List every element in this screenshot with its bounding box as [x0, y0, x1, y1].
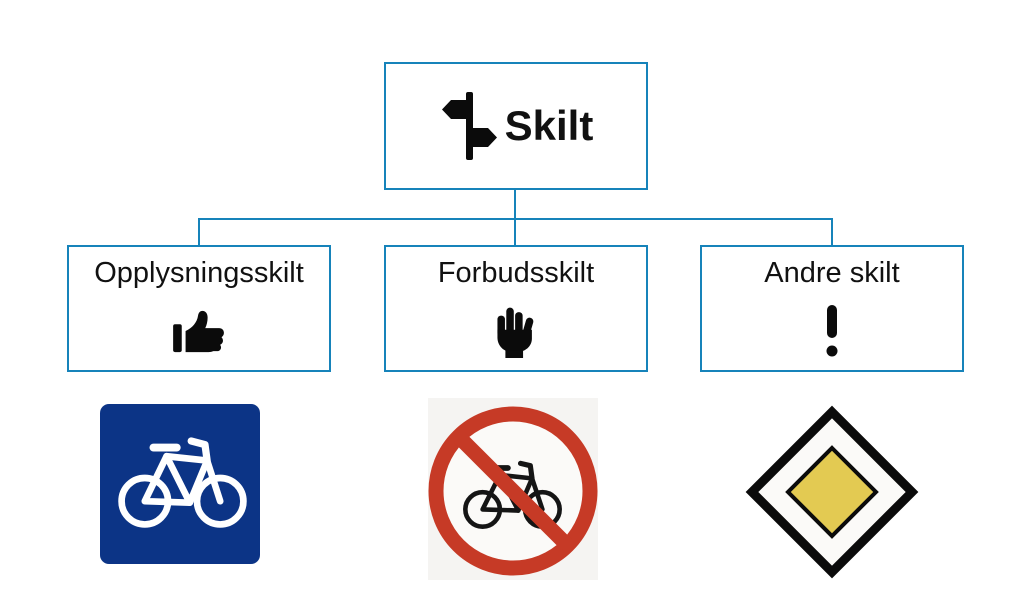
- no-cycling-sign: [428, 398, 598, 580]
- cycle-path-sign: [100, 404, 260, 564]
- child-label: Andre skilt: [764, 257, 900, 289]
- child-box-andre-skilt: Andre skilt: [700, 245, 964, 372]
- root-box-skilt: Skilt: [384, 62, 648, 190]
- connector-drop-middle: [514, 218, 516, 245]
- connector-drop-left: [198, 218, 200, 245]
- thumbs-up-icon: [171, 308, 227, 354]
- child-box-forbudsskilt: Forbudsskilt: [384, 245, 648, 372]
- child-box-opplysningsskilt: Opplysningsskilt: [67, 245, 331, 372]
- child-label: Forbudsskilt: [437, 257, 595, 289]
- exclamation-icon: [824, 305, 840, 357]
- priority-road-sign: [744, 404, 920, 580]
- connector-root-stem: [514, 190, 516, 218]
- child-label: Opplysningsskilt: [94, 257, 304, 289]
- stop-hand-icon: [493, 305, 539, 358]
- root-label: Skilt: [504, 102, 594, 149]
- signpost-icon: [439, 88, 501, 164]
- connector-drop-right: [831, 218, 833, 245]
